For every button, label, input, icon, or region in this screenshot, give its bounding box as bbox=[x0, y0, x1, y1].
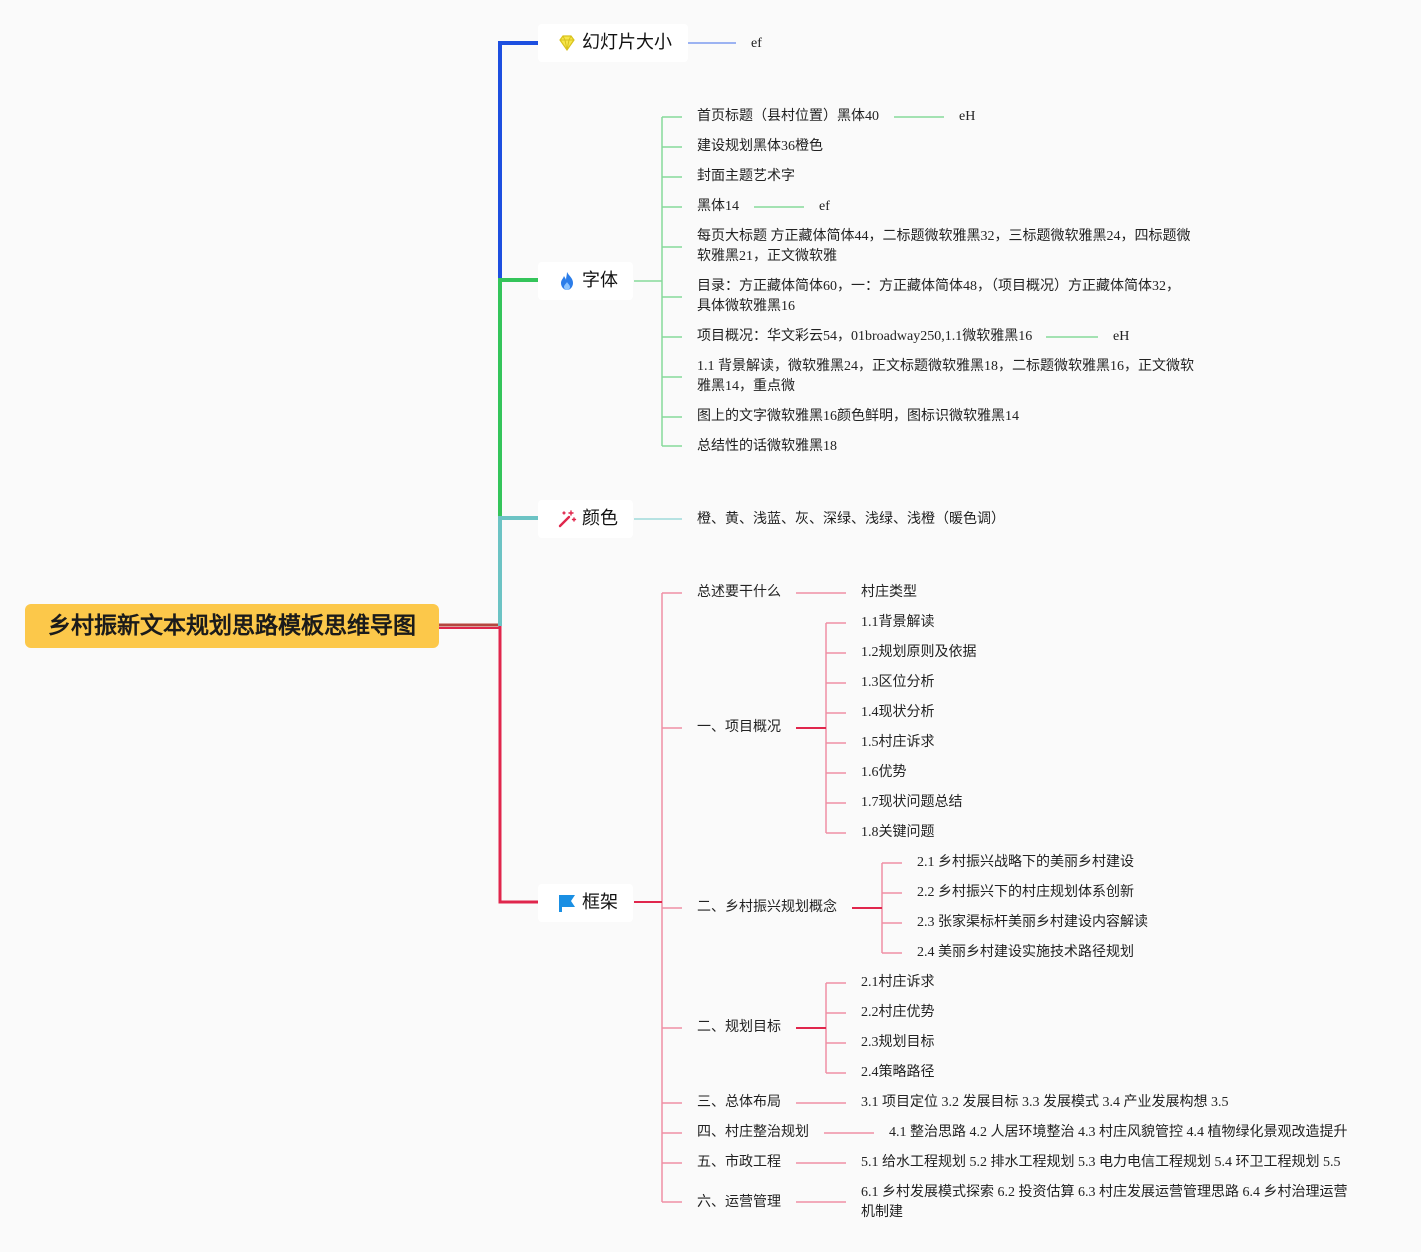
diamond-icon bbox=[556, 30, 578, 52]
topic-font-item[interactable]: 每页大标题 方正藏体简体44，二标题微软雅黑32，三标题微软雅黑24，四标题微软… bbox=[697, 229, 1191, 264]
topic-frame-subitem[interactable]: 1.8关键问题 bbox=[861, 825, 935, 840]
branch-label: 字体 bbox=[582, 270, 618, 291]
topic-font-item[interactable]: 首页标题（县村位置）黑体40 bbox=[697, 109, 879, 124]
topic-font-item[interactable]: 封面主题艺术字 bbox=[697, 169, 795, 184]
topic-frame-subitem[interactable]: 1.2规划原则及依据 bbox=[861, 645, 977, 660]
topic-frame-subitem[interactable]: 1.5村庄诉求 bbox=[861, 735, 935, 750]
root-topic[interactable]: 乡村振新文本规划思路模板思维导图 bbox=[25, 604, 439, 648]
topic-font-item[interactable]: 总结性的话微软雅黑18 bbox=[697, 439, 837, 454]
branch-slide-size[interactable]: 幻灯片大小 bbox=[538, 24, 688, 62]
topic-slide-size-value[interactable]: ef bbox=[751, 36, 762, 51]
topic-frame-section[interactable]: 二、乡村振兴规划概念 bbox=[697, 900, 837, 915]
topic-font-item[interactable]: 1.1 背景解读，微软雅黑24，正文标题微软雅黑18，二标题微软雅黑16，正文微… bbox=[697, 359, 1194, 394]
topic-frame-subitem[interactable]: 1.6优势 bbox=[861, 765, 907, 780]
topic-font-item[interactable]: 图上的文字微软雅黑16颜色鲜明，图标识微软雅黑14 bbox=[697, 409, 1019, 424]
topic-frame-subitem[interactable]: 1.1背景解读 bbox=[861, 615, 935, 630]
topic-frame-subitem[interactable]: 2.3 张家渠标杆美丽乡村建设内容解读 bbox=[917, 915, 1148, 930]
topic-font-subitem[interactable]: eH bbox=[1113, 329, 1130, 344]
topic-frame-subitem[interactable]: 1.3区位分析 bbox=[861, 675, 935, 690]
topic-frame-subitem[interactable]: 2.2村庄优势 bbox=[861, 1005, 935, 1020]
branch-framework[interactable]: 框架 bbox=[538, 884, 633, 922]
branch-color[interactable]: 颜色 bbox=[538, 500, 633, 538]
topic-frame-subitem[interactable]: 2.1村庄诉求 bbox=[861, 975, 935, 990]
branch-label: 幻灯片大小 bbox=[582, 32, 672, 53]
topic-frame-subitem[interactable]: 5.1 给水工程规划 5.2 排水工程规划 5.3 电力电信工程规划 5.4 环… bbox=[861, 1155, 1341, 1170]
topic-frame-section[interactable]: 六、运营管理 bbox=[697, 1195, 781, 1210]
flag-icon bbox=[556, 890, 578, 912]
fire-icon bbox=[556, 268, 578, 290]
topic-frame-section[interactable]: 一、项目概况 bbox=[697, 720, 781, 735]
topic-frame-subitem[interactable]: 2.2 乡村振兴下的村庄规划体系创新 bbox=[917, 885, 1134, 900]
topic-frame-subitem[interactable]: 1.4现状分析 bbox=[861, 705, 935, 720]
topic-color-palette[interactable]: 橙、黄、浅蓝、灰、深绿、浅绿、浅橙（暖色调） bbox=[697, 512, 1005, 527]
topic-font-item[interactable]: 项目概况：华文彩云54，01broadway250,1.1微软雅黑16 bbox=[697, 329, 1033, 344]
topic-font-item[interactable]: 目录：方正藏体简体60，一：方正藏体简体48，（项目概况）方正藏体简体32，具体… bbox=[697, 279, 1180, 314]
branch-label: 颜色 bbox=[582, 508, 618, 529]
topic-frame-subitem[interactable]: 6.1 乡村发展模式探索 6.2 投资估算 6.3 村庄发展运营管理思路 6.4… bbox=[861, 1185, 1348, 1220]
branch-font[interactable]: 字体 bbox=[538, 262, 633, 300]
topic-frame-subitem[interactable]: 1.7现状问题总结 bbox=[861, 795, 963, 810]
topic-frame-section[interactable]: 总述要干什么 bbox=[697, 585, 781, 600]
topic-frame-subitem[interactable]: 2.3规划目标 bbox=[861, 1035, 935, 1050]
topic-frame-subitem[interactable]: 村庄类型 bbox=[861, 585, 917, 600]
topic-frame-section[interactable]: 四、村庄整治规划 bbox=[697, 1125, 809, 1140]
topic-font-subitem[interactable]: eH bbox=[959, 109, 976, 124]
topic-frame-section[interactable]: 三、总体布局 bbox=[697, 1095, 781, 1110]
topic-frame-subitem[interactable]: 2.4 美丽乡村建设实施技术路径规划 bbox=[917, 945, 1134, 960]
topic-frame-subitem[interactable]: 2.1 乡村振兴战略下的美丽乡村建设 bbox=[917, 855, 1134, 870]
topic-font-item[interactable]: 建设规划黑体36橙色 bbox=[697, 139, 823, 154]
topic-font-item[interactable]: 黑体14 bbox=[697, 199, 739, 214]
topic-frame-subitem[interactable]: 4.1 整治思路 4.2 人居环境整治 4.3 村庄风貌管控 4.4 植物绿化景… bbox=[889, 1125, 1348, 1140]
topic-font-subitem[interactable]: ef bbox=[819, 199, 830, 214]
magic-wand-icon bbox=[556, 506, 578, 528]
topic-frame-subitem[interactable]: 2.4策略路径 bbox=[861, 1065, 935, 1080]
topic-frame-subitem[interactable]: 3.1 项目定位 3.2 发展目标 3.3 发展模式 3.4 产业发展构想 3.… bbox=[861, 1095, 1229, 1110]
topic-frame-section[interactable]: 二、规划目标 bbox=[697, 1020, 781, 1035]
topic-frame-section[interactable]: 五、市政工程 bbox=[697, 1155, 781, 1170]
branch-label: 框架 bbox=[582, 892, 618, 913]
